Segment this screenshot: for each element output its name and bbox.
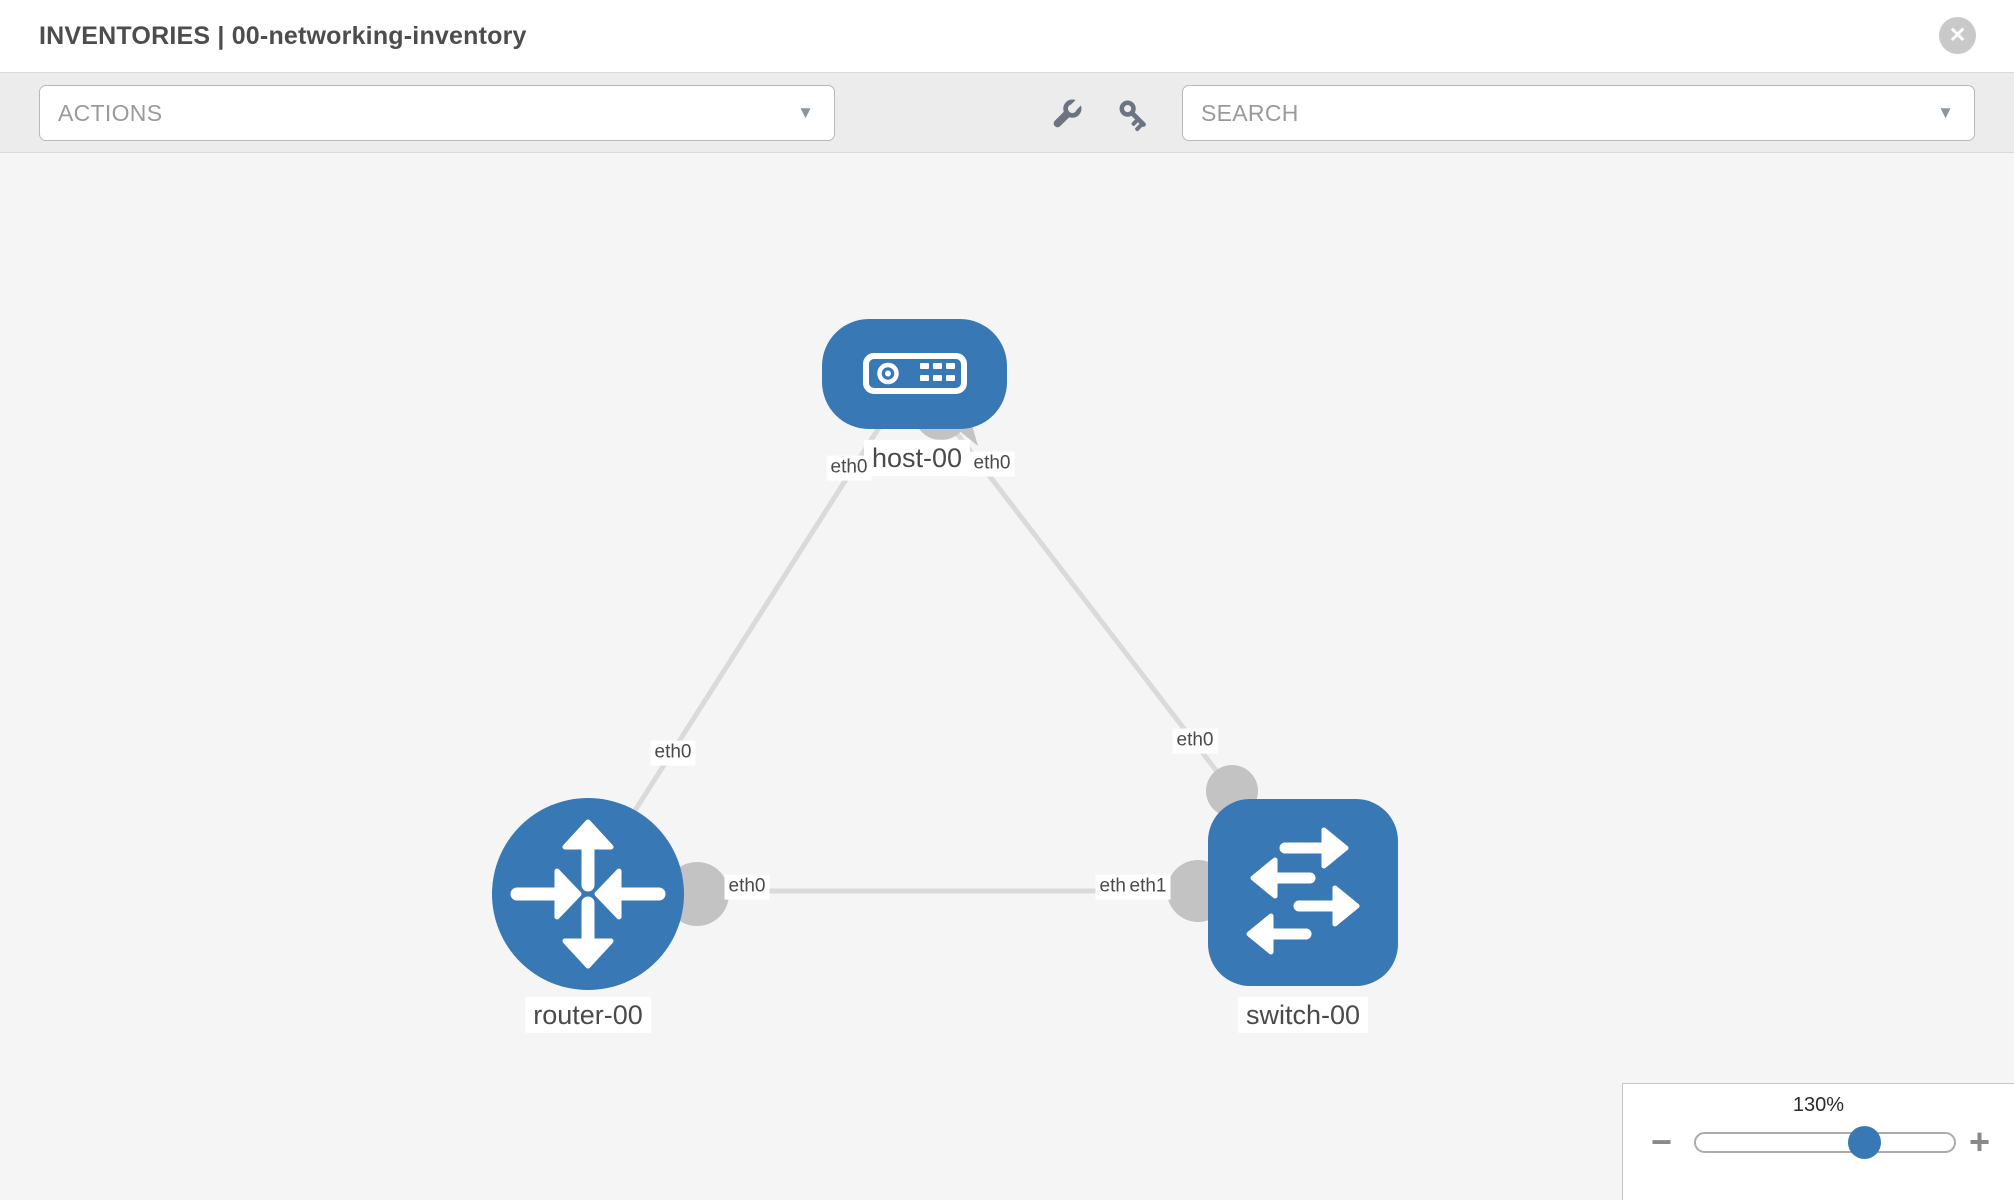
search-dropdown[interactable]: SEARCH ▼ [1182,85,1975,141]
actions-dropdown[interactable]: ACTIONS ▼ [39,85,835,141]
links-layer [603,420,1234,894]
switch-icon [1246,827,1360,955]
toolbar: ACTIONS ▼ SEARCH ▼ [0,73,2014,153]
close-icon: ✕ [1948,24,1967,47]
interface-label-router-eth0: eth0 [724,874,770,900]
node-label-host: host-00 [863,439,971,477]
topology-viewport: host-00 eth0 eth0 eth0 eth0 eth0 eth0 et… [0,154,2014,1200]
page-header: INVENTORIES | 00-networking-inventory ✕ [0,0,2014,73]
interface-label-host-right: eth0 [969,451,1015,477]
node-switch[interactable] [1208,799,1398,986]
chevron-down-icon: ▼ [797,103,814,122]
wrench-icon [1053,98,1083,128]
plus-icon: + [1969,1121,1991,1162]
page-title: INVENTORIES | 00-networking-inventory [39,21,527,50]
interface-label-router-uplink: eth0 [650,740,696,766]
zoom-out-button[interactable]: − [1651,1124,1672,1160]
actions-dropdown-label: ACTIONS [58,99,163,126]
zoom-in-button[interactable]: + [1969,1124,1990,1160]
zoom-panel: 130% − + [1622,1083,2014,1200]
zoom-slider-thumb[interactable] [1848,1126,1881,1159]
configure-button[interactable] [1048,97,1084,133]
topology-canvas[interactable] [0,154,2014,1200]
key-icon [1119,100,1146,132]
node-router[interactable] [492,798,684,990]
link-host-router [603,424,883,858]
credentials-button[interactable] [1116,97,1152,133]
node-label-switch: switch-00 [1237,996,1369,1034]
search-placeholder: SEARCH [1201,99,1299,126]
close-button[interactable]: ✕ [1939,17,1976,54]
host-icon [863,353,967,394]
interface-label-switch-uplink: eth0 [1172,728,1218,754]
node-label-router: router-00 [525,996,651,1034]
node-host[interactable] [822,319,1007,429]
zoom-level: 130% [1792,1094,1845,1116]
router-icon [510,819,666,969]
zoom-slider-track[interactable] [1694,1132,1956,1153]
interface-label-host-left: eth0 [826,455,872,481]
interface-label-switch-eth1: eth1 [1125,874,1171,900]
minus-icon: − [1651,1121,1673,1162]
chevron-down-icon: ▼ [1937,103,1954,122]
